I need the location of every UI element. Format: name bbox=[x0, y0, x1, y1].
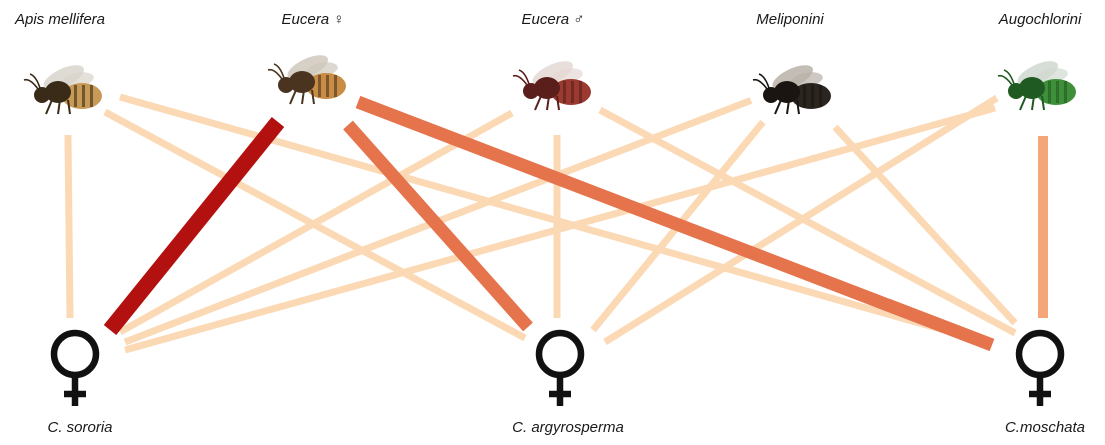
link-eucera-f-to-sororia bbox=[110, 122, 278, 330]
plants-layer bbox=[54, 333, 1061, 406]
apis-bee-icon bbox=[20, 60, 112, 122]
label-eucera-male: Eucera ♂ bbox=[522, 12, 585, 27]
female-symbol-icon-argyrosperma bbox=[539, 333, 581, 406]
label-c-moschata: C.moschata bbox=[1005, 420, 1085, 435]
label-c-sororia: C. sororia bbox=[47, 420, 112, 435]
label-augochlorini: Augochlorini bbox=[999, 12, 1082, 27]
label-c-argyrosperma: C. argyrosperma bbox=[512, 420, 624, 435]
links-layer bbox=[68, 96, 1043, 350]
female-symbol-icon-moschata bbox=[1019, 333, 1061, 406]
meliponini-bee-icon bbox=[749, 60, 841, 122]
label-eucera-female: Eucera ♀ bbox=[282, 12, 345, 27]
link-apis-to-sororia bbox=[68, 135, 70, 318]
augochlorini-bee-icon bbox=[994, 56, 1086, 118]
female-symbol-icon-sororia bbox=[54, 333, 96, 406]
label-meliponini: Meliponini bbox=[756, 12, 824, 27]
eucera-f-bee-icon bbox=[264, 50, 356, 112]
label-apis-mellifera: Apis mellifera bbox=[15, 12, 105, 27]
eucera-m-bee-icon bbox=[509, 56, 601, 118]
